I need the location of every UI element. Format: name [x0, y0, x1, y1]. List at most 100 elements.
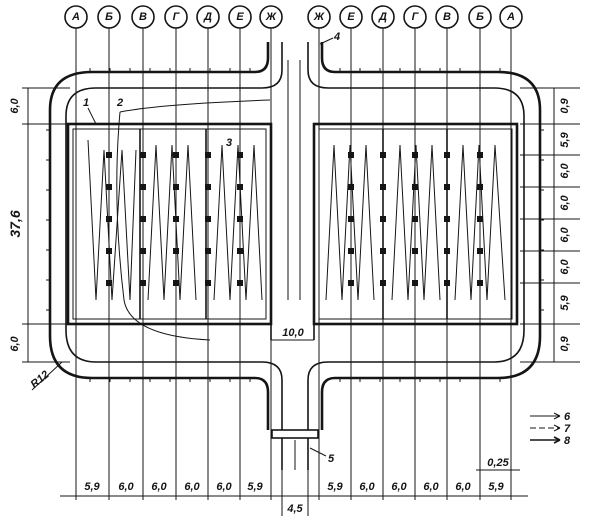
axis-bubble: Б: [97, 5, 121, 29]
callout-5: 5: [328, 453, 335, 465]
column-node: [205, 184, 211, 190]
axis-label: В: [443, 11, 451, 23]
axis-label: Ж: [313, 11, 325, 23]
callout-2: 2: [116, 97, 123, 109]
column-node: [173, 248, 179, 254]
column-node: [140, 248, 146, 254]
right-dimensions: 0,9 5,9 6,0 6,0 6,0 6,0 5,9 0,9: [520, 87, 580, 363]
axis-label: Б: [105, 11, 113, 23]
left-dim-top: 6,0: [9, 97, 21, 113]
column-node: [477, 280, 483, 286]
callout-3: 3: [226, 137, 232, 149]
column-node: [205, 152, 211, 158]
center-gap-label: 10,0: [282, 327, 304, 339]
right-dim: 0,9: [559, 97, 571, 113]
callout-1: 1: [83, 97, 89, 109]
column-node: [412, 216, 418, 222]
building-right: [312, 122, 519, 326]
column-node: [380, 248, 386, 254]
column-node: [444, 248, 450, 254]
axis-bubble: Д: [196, 5, 220, 29]
offset-label: 0,25: [487, 457, 509, 469]
right-dim: 6,0: [559, 258, 571, 274]
axis-bubble: Д: [371, 5, 395, 29]
legend: 6 7 8: [530, 411, 571, 447]
axis-label: Д: [203, 11, 212, 23]
column-node: [412, 248, 418, 254]
axis-label: А: [71, 11, 80, 23]
right-dim: 5,9: [559, 294, 571, 310]
gate-width-label: 4,5: [286, 503, 303, 515]
axis-label: Е: [347, 11, 355, 23]
bottom-dim: 6,0: [184, 481, 200, 493]
axis-bubble: В: [435, 5, 459, 29]
center-passage: 10,0: [270, 324, 315, 341]
gate: [271, 429, 327, 470]
bottom-dim: 6,0: [216, 481, 232, 493]
column-node: [106, 216, 112, 222]
axis-bubble: В: [131, 5, 155, 29]
legend-number: 7: [564, 423, 571, 435]
bottom-dim: 6,0: [391, 481, 407, 493]
column-node: [140, 184, 146, 190]
axis-bubble: А: [499, 5, 523, 29]
right-dim: 6,0: [559, 162, 571, 178]
column-node: [380, 216, 386, 222]
column-node: [237, 248, 243, 254]
column-node: [444, 152, 450, 158]
left-dim-middle: 37,6: [7, 210, 23, 237]
bottom-dim: 6,0: [359, 481, 375, 493]
axis-bubble: Ж: [259, 5, 283, 29]
column-node: [106, 152, 112, 158]
column-node: [412, 280, 418, 286]
bottom-dim: 6,0: [118, 481, 134, 493]
column-node: [106, 184, 112, 190]
column-node: [140, 152, 146, 158]
building-left: [66, 122, 273, 326]
bottom-dim: 6,0: [423, 481, 439, 493]
column-node: [348, 184, 354, 190]
axis-bubble: Е: [339, 5, 363, 29]
perimeter-road: [46, 42, 544, 430]
column-node: [477, 216, 483, 222]
column-node: [140, 280, 146, 286]
right-dim: 6,0: [559, 194, 571, 210]
axis-label: Ж: [265, 11, 277, 23]
axis-label: В: [139, 11, 147, 23]
radius-label: R12: [28, 369, 51, 391]
right-dim: 6,0: [559, 226, 571, 242]
column-node: [237, 280, 243, 286]
legend-number: 8: [564, 435, 571, 447]
bottom-dim: 5,9: [247, 481, 263, 493]
column-node: [348, 216, 354, 222]
callouts: 1 2 3 4 5: [83, 31, 340, 465]
bottom-dim: 5,9: [84, 481, 100, 493]
column-node: [205, 248, 211, 254]
axis-label: Г: [173, 11, 181, 23]
axis-label: Е: [236, 11, 244, 23]
legend-number: 6: [564, 411, 571, 423]
column-node: [348, 280, 354, 286]
column-node: [477, 248, 483, 254]
column-node: [348, 248, 354, 254]
column-node: [444, 216, 450, 222]
axis-label: Г: [412, 11, 420, 23]
crane-paths: [87, 60, 506, 341]
column-node: [477, 184, 483, 190]
right-dim: 0,9: [559, 335, 571, 351]
right-dim: 5,9: [559, 131, 571, 147]
column-node: [173, 152, 179, 158]
axis-bubble: Б: [468, 5, 492, 29]
column-node: [237, 216, 243, 222]
bottom-dim: 5,9: [327, 481, 343, 493]
column-node: [412, 184, 418, 190]
column-node: [380, 152, 386, 158]
axis-label: Д: [378, 11, 387, 23]
axis-label: А: [506, 11, 515, 23]
axis-label: Б: [476, 11, 484, 23]
column-node: [205, 216, 211, 222]
column-node: [380, 280, 386, 286]
column-node: [106, 280, 112, 286]
axis-bubble: Г: [164, 5, 188, 29]
axis-bubble: А: [64, 5, 88, 29]
